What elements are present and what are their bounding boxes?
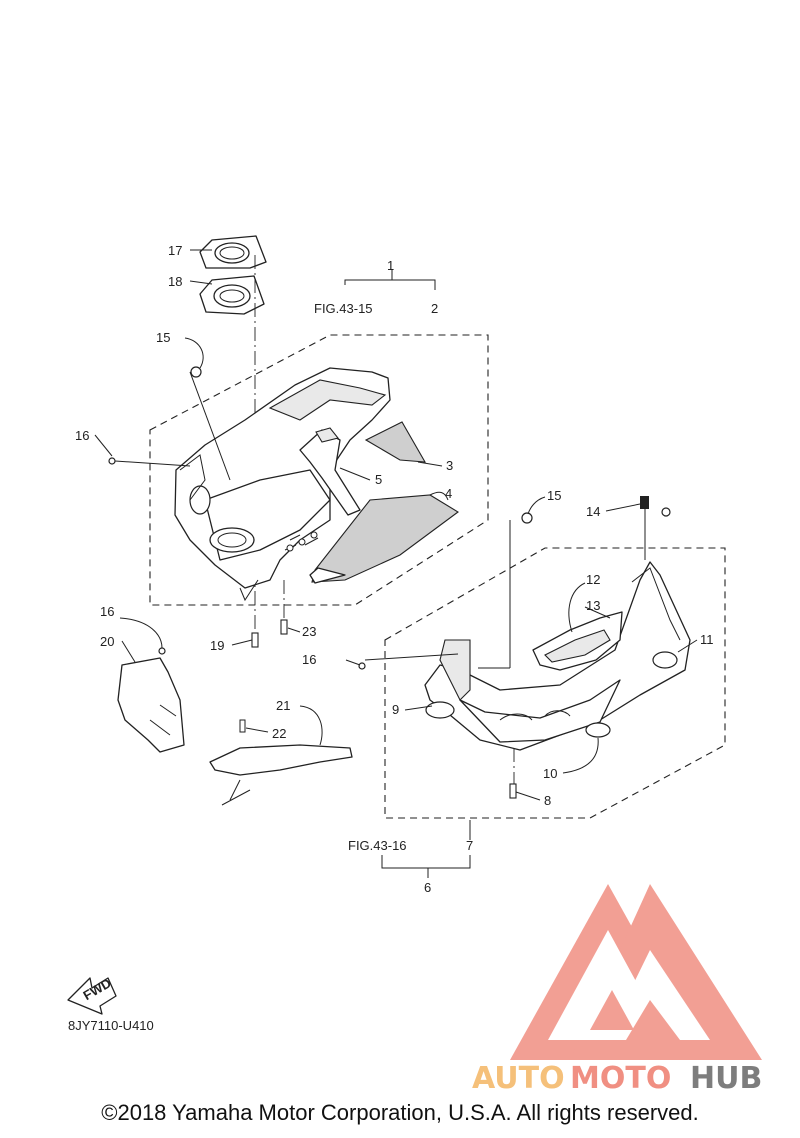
callout-11: 11 (700, 632, 714, 647)
callout-9: 9 (392, 702, 399, 717)
fig-ref-lower: FIG.43-16 (348, 838, 407, 853)
part-14-clip (640, 496, 671, 560)
callout-16-upper: 16 (75, 428, 89, 443)
part-12-13-fascia (532, 611, 623, 671)
fig-ref-upper: FIG.43-15 (314, 301, 373, 316)
part-20-side-bracket (117, 647, 185, 753)
callout-5: 5 (375, 472, 382, 487)
callout-17: 17 (168, 243, 182, 258)
callout-4: 4 (445, 486, 452, 501)
part-8-rivet (509, 748, 517, 799)
callout-10: 10 (543, 766, 557, 781)
part-3-panel (364, 421, 426, 463)
lower-assembly-boundary (384, 547, 726, 819)
watermark-text-moto: MOTO (570, 1061, 671, 1096)
part-16-screw-upper (108, 457, 191, 467)
callout-18: 18 (168, 274, 182, 289)
callout-19: 19 (210, 638, 224, 653)
callout-1: 1 (387, 258, 394, 273)
part-15-clip-lower (478, 512, 533, 669)
watermark-text-auto: AUTO (472, 1061, 565, 1096)
part-5-duct (299, 427, 361, 516)
callout-15-lower: 15 (547, 488, 561, 503)
part-15-clip-upper (190, 366, 202, 378)
part-18-gasket (199, 275, 265, 315)
upper-assembly-boundary (149, 334, 489, 606)
leader-lines (94, 249, 698, 878)
part-2-upper-cowling-body (174, 367, 391, 602)
callout-20: 20 (100, 634, 114, 649)
callout-15-upper: 15 (156, 330, 170, 345)
part-21-lower-bracket (209, 719, 353, 806)
callout-2: 2 (431, 301, 438, 316)
callout-14: 14 (586, 504, 600, 519)
callout-16-left: 16 (100, 604, 114, 619)
callout-23: 23 (302, 624, 316, 639)
drawing-code: 8JY7110-U410 (68, 1018, 154, 1033)
automotohub-logo (510, 884, 762, 1060)
callout-13: 13 (586, 598, 600, 613)
fwd-arrow-icon (67, 977, 117, 1015)
callout-21: 21 (276, 698, 290, 713)
callout-16-lower: 16 (302, 652, 316, 667)
part-17-gasket (199, 235, 267, 269)
callout-22: 22 (272, 726, 286, 741)
callout-6: 6 (424, 880, 431, 895)
callout-7: 7 (466, 838, 473, 853)
part-4-panel (309, 494, 459, 584)
watermark-text-hub: HUB (690, 1061, 762, 1096)
callout-8: 8 (544, 793, 551, 808)
part-16-screw-lower (358, 653, 459, 670)
callout-3: 3 (446, 458, 453, 473)
callout-12: 12 (586, 572, 600, 587)
copyright-footer: ©2018 Yamaha Motor Corporation, U.S.A. A… (101, 1100, 699, 1125)
part-19-bolt (251, 632, 259, 648)
part-23-bolt (280, 580, 288, 635)
